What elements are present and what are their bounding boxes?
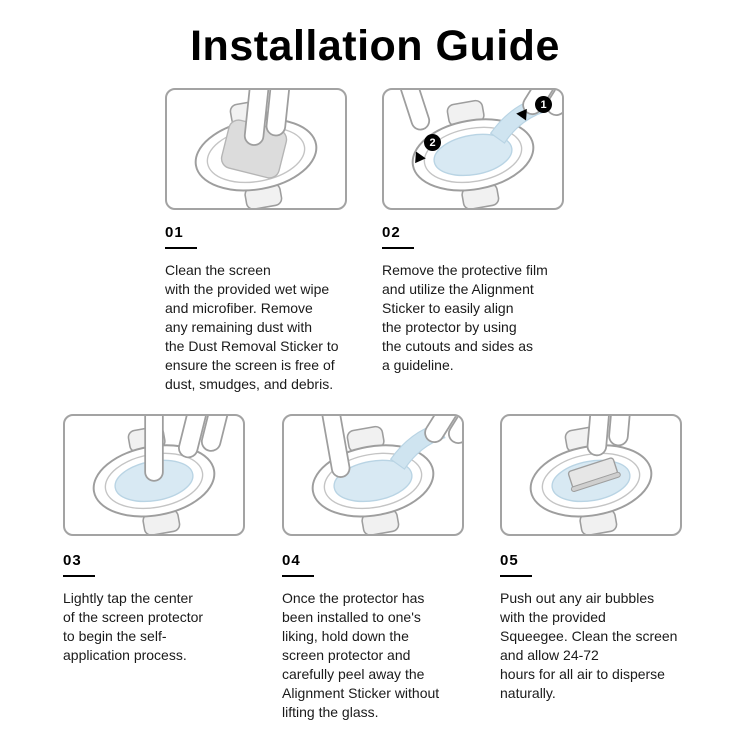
step-4: 04 Once the protector has been installed… — [282, 552, 487, 722]
step-description: Remove the protective film and utilize t… — [382, 262, 548, 373]
hand-icon — [420, 416, 462, 458]
step-2: 02 Remove the protective film and utiliz… — [382, 224, 587, 375]
step-1-illustration — [185, 90, 327, 208]
step-5-illustration — [520, 416, 662, 534]
step-3-illustration — [83, 416, 235, 534]
step-3: 03 Lightly tap the center of the screen … — [63, 552, 268, 665]
step-rule — [165, 247, 197, 249]
step-3-panel — [63, 414, 245, 536]
tapping-finger-icon — [144, 416, 164, 482]
step-rule — [382, 247, 414, 249]
badge-1: 1 — [535, 96, 552, 113]
step-number: 04 — [282, 552, 301, 569]
step-description: Clean the screen with the provided wet w… — [165, 262, 339, 392]
page-title: Installation Guide — [190, 22, 560, 70]
step-4-illustration — [302, 416, 462, 534]
step-number: 05 — [500, 552, 519, 569]
hand-icon — [388, 90, 433, 133]
step-description: Push out any air bubbles with the provid… — [500, 590, 678, 701]
step-rule — [63, 575, 95, 577]
step-description: Once the protector has been installed to… — [282, 590, 440, 720]
step-number: 01 — [165, 224, 184, 241]
step-description: Lightly tap the center of the screen pro… — [63, 590, 204, 663]
step-1: 01 Clean the screen with the provided we… — [165, 224, 370, 394]
step-2-panel: 1 2 — [382, 88, 564, 210]
step-1-panel — [165, 88, 347, 210]
step-number: 02 — [382, 224, 401, 241]
badge-2: 2 — [424, 134, 441, 151]
step-4-panel — [282, 414, 464, 536]
step-rule — [282, 575, 314, 577]
step-rule — [500, 575, 532, 577]
step-number: 03 — [63, 552, 82, 569]
step-5-panel — [500, 414, 682, 536]
step-5: 05 Push out any air bubbles with the pro… — [500, 552, 705, 703]
